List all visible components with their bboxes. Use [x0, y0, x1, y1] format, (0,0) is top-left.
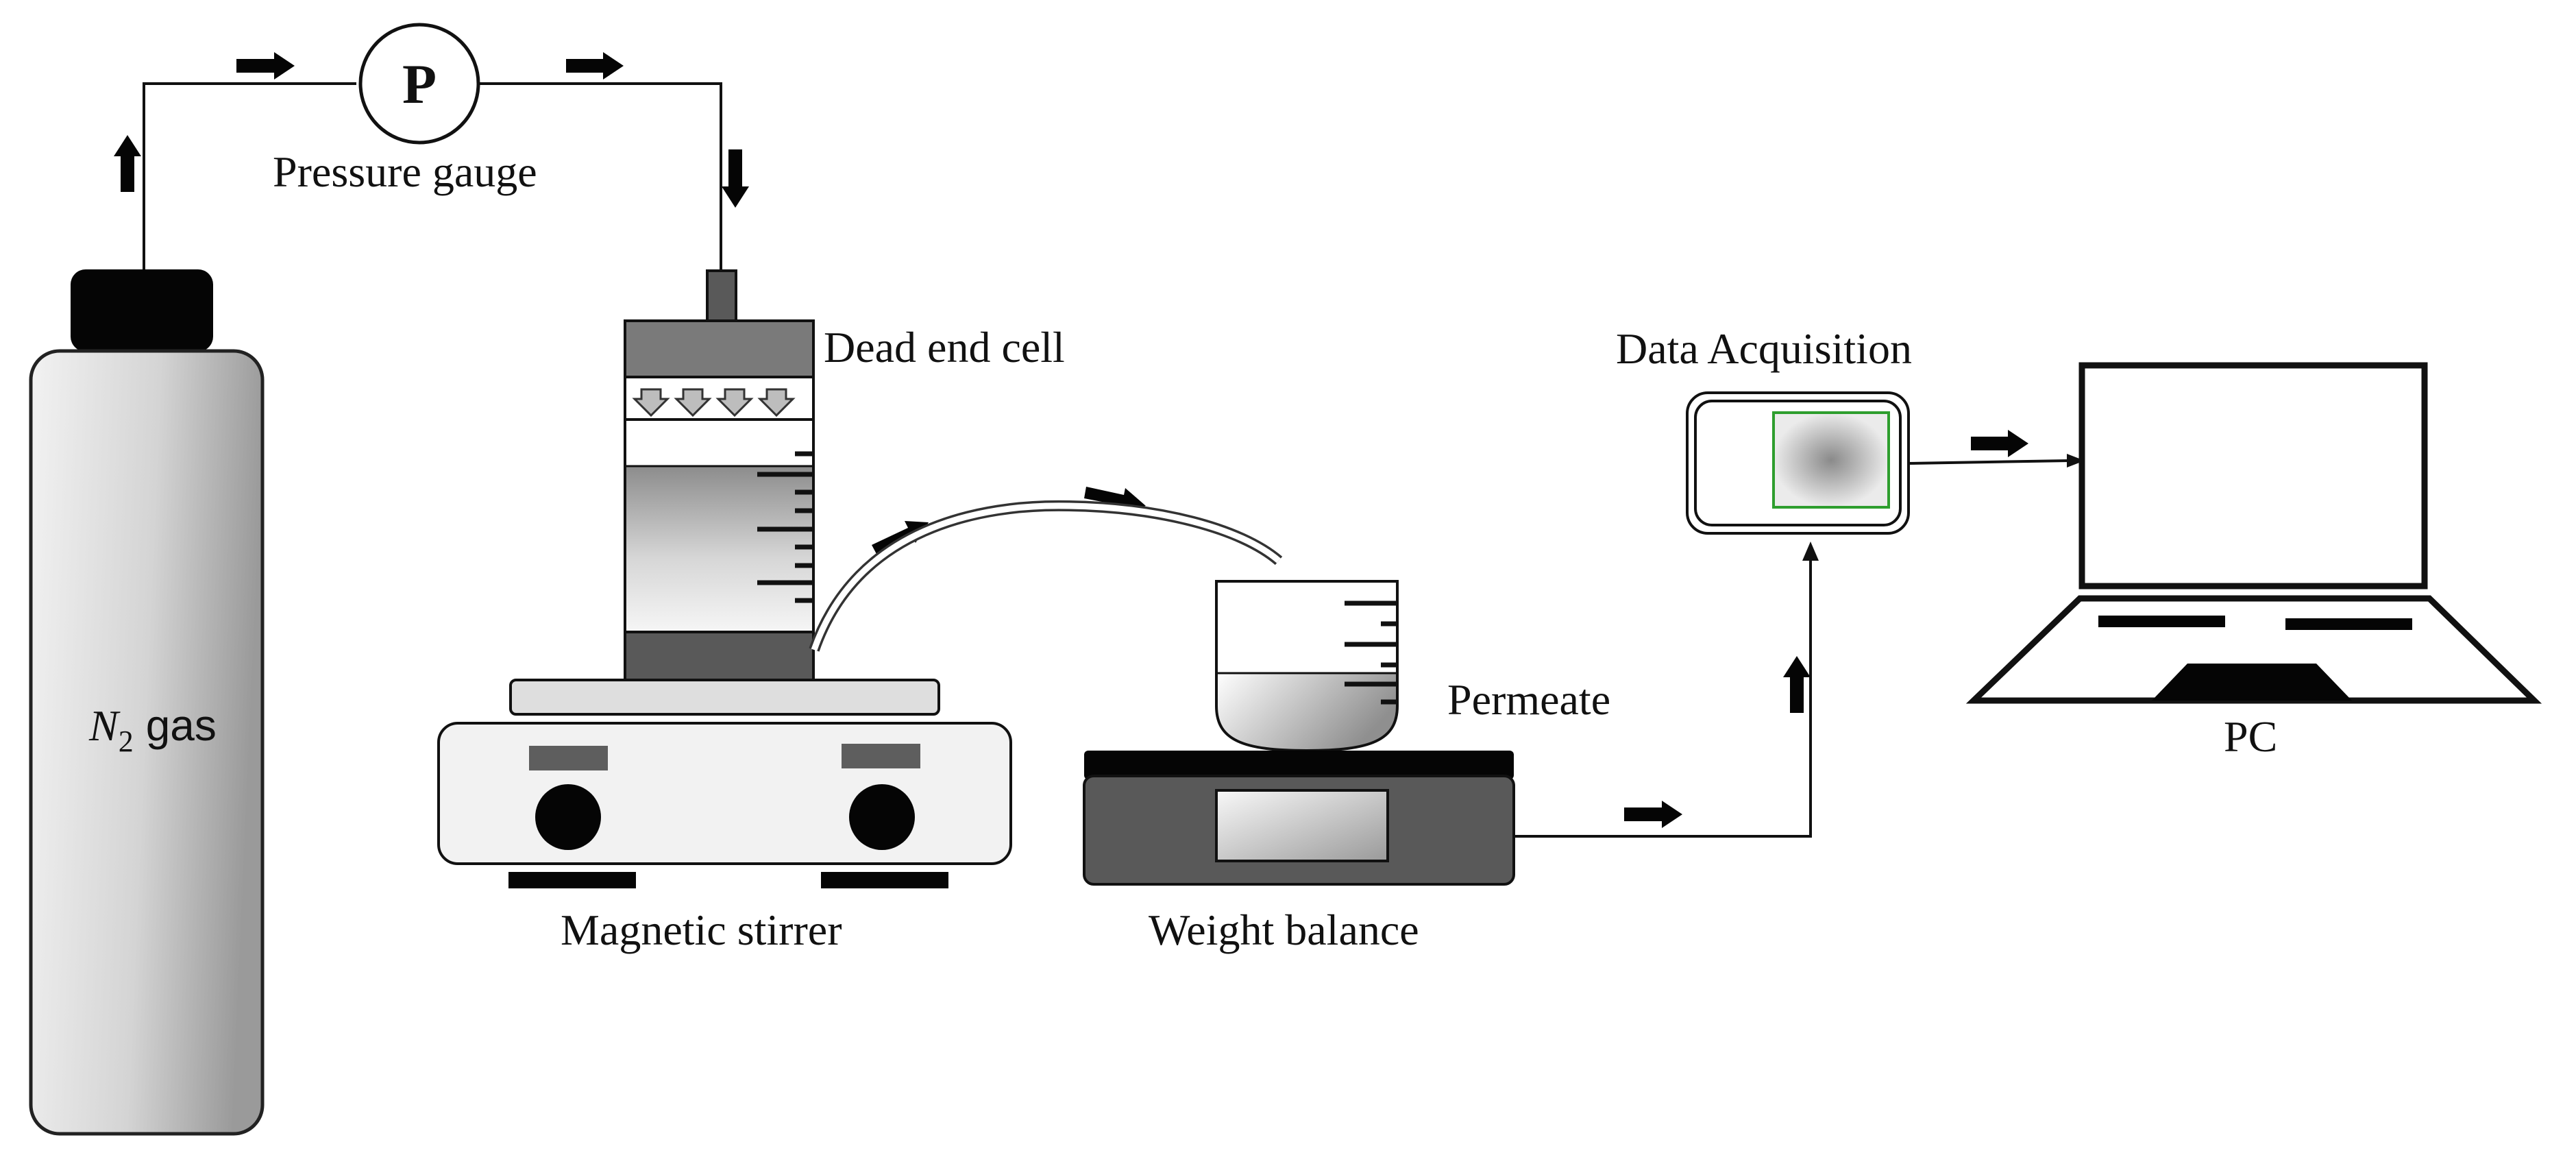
- gas-word: gas: [146, 701, 217, 750]
- permeate-beaker: Permeate: [1215, 580, 1610, 753]
- balance-pan: [1084, 751, 1514, 779]
- gas-line-to-gauge: [143, 82, 356, 271]
- down-arrow-icon: [757, 388, 796, 417]
- stirrer-foot: [821, 872, 948, 888]
- arrow-head-icon: [1802, 542, 1819, 561]
- arrow-right-icon: [236, 52, 295, 80]
- arrow-up-icon: [114, 135, 141, 192]
- beaker-scale-marks: [1345, 600, 1397, 705]
- laptop-touchpad: [2152, 664, 2352, 701]
- gauge-letter: P: [402, 53, 437, 115]
- pressure-arrows: [632, 388, 796, 417]
- arrow-down-icon: [722, 149, 749, 208]
- permeate-tube-inner: [811, 502, 1281, 651]
- balance-to-daq-line: [1514, 559, 1812, 838]
- gauge-dial: [358, 23, 480, 145]
- gas-symbol: N: [88, 701, 121, 750]
- stirrer-foot: [508, 872, 636, 888]
- cell-liquid: [626, 466, 812, 633]
- laptop-key-bar: [2098, 616, 2225, 627]
- pressure-gauge-label: Pressure gauge: [273, 147, 537, 196]
- magnetic-stirrer: Magnetic stirrer: [437, 679, 1012, 954]
- weight-balance: Weight balance: [1083, 751, 1515, 954]
- down-arrow-icon: [715, 388, 754, 417]
- balance-display: [1215, 789, 1389, 862]
- stirrer-body: [437, 722, 1012, 865]
- stirrer-plate: [509, 679, 940, 716]
- arrow-right-icon: [566, 52, 624, 80]
- n2-gas-cylinder: N2 gas: [29, 269, 265, 1136]
- beaker-liquid: [1216, 673, 1397, 751]
- stirrer-knob: [535, 784, 601, 850]
- arrow-head-icon: [2067, 454, 2085, 467]
- data-acquisition-label: Data Acquisition: [1616, 324, 1912, 373]
- laptop-screen: [2078, 362, 2428, 590]
- dead-end-cell-label: Dead end cell: [824, 323, 1065, 372]
- magnetic-stirrer-label: Magnetic stirrer: [561, 906, 842, 954]
- daq-screen: [1772, 411, 1890, 509]
- cell-bottom-cap: [624, 631, 815, 681]
- laptop-key-bar: [2285, 618, 2412, 630]
- pc-label: PC: [2224, 712, 2277, 761]
- dead-end-cell: Dead end cell: [624, 269, 1065, 681]
- flow-arrows: [114, 52, 2028, 828]
- arrow-up-icon: [1783, 656, 1811, 713]
- down-arrow-icon: [632, 388, 670, 417]
- stirrer-knob: [849, 784, 915, 850]
- cell-top-cap: [624, 319, 815, 378]
- down-arrow-icon: [674, 388, 712, 417]
- arrow-right-icon: [1971, 430, 2028, 457]
- pc-laptop: PC: [1965, 362, 2542, 761]
- stirrer-indicator: [842, 744, 920, 768]
- permeate-label: Permeate: [1447, 675, 1610, 724]
- cylinder-body: [29, 349, 265, 1136]
- gas-line-to-cell: [480, 82, 722, 271]
- gas-subscript: 2: [119, 725, 134, 758]
- pressure-gauge: P Pressure gauge: [273, 23, 537, 196]
- cell-scale-marks: [757, 451, 813, 603]
- cylinder-cap: [71, 269, 213, 352]
- weight-balance-label: Weight balance: [1149, 906, 1419, 954]
- daq-to-pc-line: [1908, 459, 2070, 465]
- gas-label: N2 gas: [88, 701, 217, 758]
- arrow-right-icon: [1624, 801, 1682, 828]
- stirrer-indicator: [529, 746, 608, 770]
- data-acquisition-device: Data Acquisition: [1616, 324, 1912, 535]
